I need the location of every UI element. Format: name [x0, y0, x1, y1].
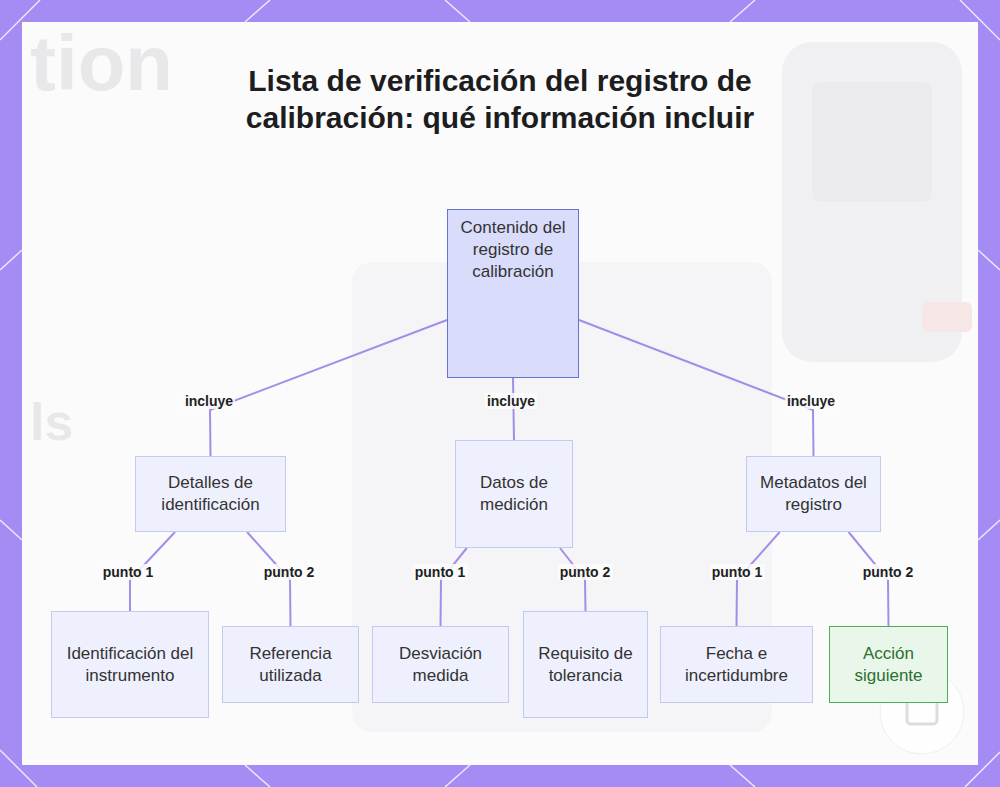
highlight-box: Acción siguiente [829, 626, 948, 703]
edge-label: punto 1 [101, 564, 156, 580]
connector-line [441, 548, 467, 626]
node-text-group: Requisito de tolerancia [532, 643, 639, 687]
node-text: Metadatos del registro [755, 472, 872, 516]
edge-label: punto 1 [710, 564, 765, 580]
diagram-title: Lista de verificación del registro de ca… [230, 62, 770, 136]
node-text: Contenido del registro de calibración [456, 217, 570, 283]
node-text-group: Contenido del registro de calibración [456, 217, 570, 283]
node-text: Identificación del instrumento [60, 643, 200, 687]
node-text-group: Identificación del instrumento [60, 643, 200, 687]
node-text: Referencia utilizada [231, 643, 350, 687]
edge-label: punto 2 [861, 564, 916, 580]
category-box: Datos de medición [455, 440, 573, 548]
node-text-group: Datos de medición [464, 472, 564, 516]
node-text: Acción siguiente [838, 643, 939, 687]
connector-line [210, 320, 447, 456]
node-text-group: Acción siguiente [838, 643, 939, 687]
watermark-text: tion [30, 18, 173, 109]
connector-line [513, 378, 514, 440]
node-text-group: Detalles de identificación [144, 472, 277, 516]
edge-label: incluye [485, 393, 537, 409]
item-box: Fecha e incertidumbre [660, 626, 813, 703]
item-box: Referencia utilizada [222, 626, 359, 703]
node-text: Requisito de tolerancia [532, 643, 639, 687]
edge-label: punto 2 [558, 564, 613, 580]
edge-label: incluye [785, 393, 837, 409]
node-text-group: Desviación medida [381, 643, 500, 687]
item-box: Desviación medida [372, 626, 509, 703]
node-text-group: Metadatos del registro [755, 472, 872, 516]
edge-label: incluye [183, 393, 235, 409]
item-box: Identificación del instrumento [51, 611, 209, 718]
node-text-group: Referencia utilizada [231, 643, 350, 687]
node-text: Fecha e incertidumbre [669, 643, 804, 687]
watermark-text: ls [30, 392, 73, 452]
category-box: Metadatos del registro [746, 456, 881, 532]
node-text: Desviación medida [381, 643, 500, 687]
edge-label: punto 2 [262, 564, 317, 580]
node-text-group: Fecha e incertidumbre [669, 643, 804, 687]
item-box: Requisito de tolerancia [523, 611, 648, 718]
category-box: Detalles de identificación [135, 456, 286, 532]
connector-line [579, 320, 814, 456]
edge-label: punto 1 [413, 564, 468, 580]
node-text: Detalles de identificación [144, 472, 277, 516]
node-text: Datos de medición [464, 472, 564, 516]
root-box: Contenido del registro de calibración [447, 209, 579, 378]
